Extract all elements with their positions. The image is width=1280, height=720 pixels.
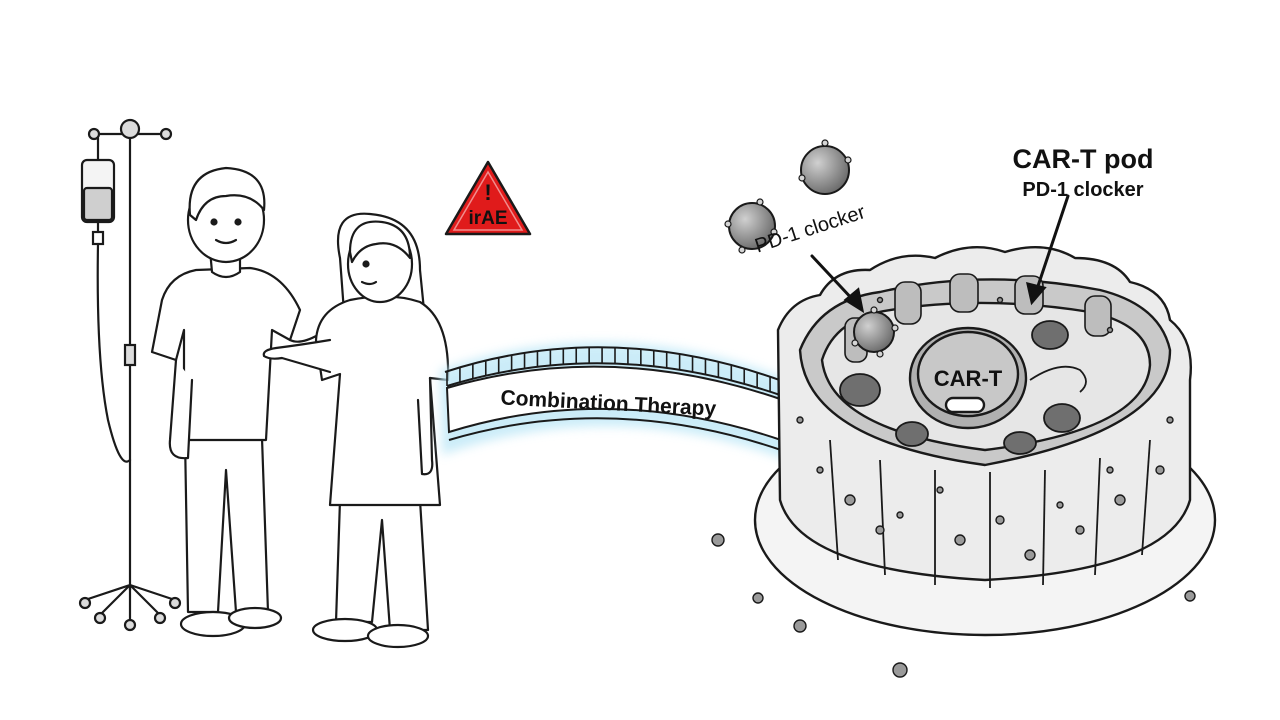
particle — [936, 486, 944, 494]
particles — [711, 296, 1196, 678]
particle — [1106, 466, 1114, 474]
annotation-arrows — [810, 194, 1070, 314]
warning-symbol: ! — [484, 180, 491, 205]
pod-label-line2: PD-1 clocker — [1022, 179, 1143, 201]
particle — [1075, 525, 1085, 535]
particle — [875, 525, 885, 535]
cell-pod: CAR-T — [753, 246, 1217, 637]
particle — [796, 416, 804, 424]
particle — [896, 511, 904, 519]
particle — [752, 592, 764, 604]
particle — [1184, 590, 1196, 602]
particle — [711, 533, 725, 547]
blocker-molecule — [800, 145, 850, 195]
particle — [1024, 549, 1036, 561]
particle — [1166, 416, 1174, 424]
particle — [1056, 501, 1064, 509]
particle — [954, 534, 966, 546]
warning-label: irAE — [468, 208, 507, 229]
particle — [996, 296, 1004, 304]
blocker-molecules — [724, 139, 899, 358]
particle — [1114, 494, 1126, 506]
particle — [1155, 465, 1165, 475]
caregiver-figure — [262, 212, 450, 649]
particle — [892, 662, 908, 678]
blocker-molecule — [853, 311, 895, 353]
warning-triangle-icon: ! irAE — [444, 160, 532, 236]
nucleus-label: CAR-T — [934, 366, 1003, 391]
particle — [1106, 326, 1114, 334]
particle — [995, 515, 1005, 525]
combination-therapy-bridge: Combination Therapy — [440, 342, 790, 460]
iv-pole — [78, 118, 182, 632]
particle — [816, 466, 824, 474]
particle — [876, 296, 884, 304]
patient-figure — [150, 166, 320, 638]
pod-label-line1: CAR-T pod — [1013, 144, 1154, 174]
particle — [793, 619, 807, 633]
particle — [844, 494, 856, 506]
